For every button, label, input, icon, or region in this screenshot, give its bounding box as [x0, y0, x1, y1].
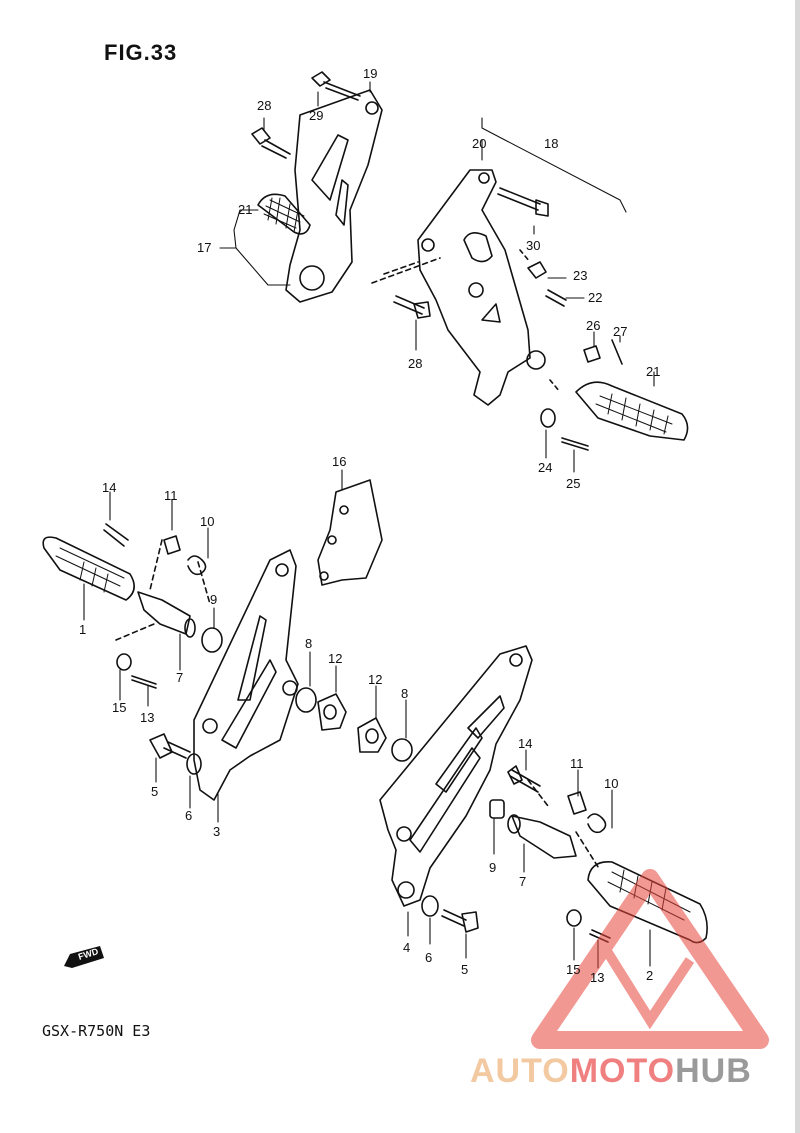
callout-20: 20	[472, 136, 487, 151]
callout-6: 6	[425, 950, 433, 965]
callout-10: 10	[604, 776, 619, 791]
callout-5: 5	[461, 962, 469, 977]
callout-8: 8	[305, 636, 313, 651]
forward-direction-arrow	[64, 946, 104, 968]
callout-9: 9	[210, 592, 218, 607]
callout-11: 11	[570, 756, 584, 771]
callout-1: 1	[79, 622, 87, 637]
callout-18: 18	[544, 136, 559, 151]
front-footpeg-right-assembly	[357, 645, 708, 944]
callout-14: 14	[518, 736, 533, 751]
rear-bracket-right-assembly	[371, 169, 689, 451]
callout-30: 30	[526, 238, 541, 253]
callout-28: 28	[257, 98, 272, 113]
callout-15: 15	[566, 962, 581, 977]
leader-lines	[83, 81, 655, 969]
brand-moto: MOTO	[569, 1052, 676, 1090]
brand-auto: AUTO	[470, 1052, 570, 1090]
callout-29: 29	[309, 108, 324, 123]
callout-5: 5	[151, 784, 159, 799]
callout-2: 2	[646, 968, 654, 983]
callout-10: 10	[200, 514, 215, 529]
callout-21: 21	[238, 202, 253, 217]
figure-title: FIG.33	[104, 40, 178, 65]
callout-8: 8	[401, 686, 409, 701]
callout-24: 24	[538, 460, 553, 475]
callout-9: 9	[489, 860, 497, 875]
callout-23: 23	[573, 268, 588, 283]
watermark-brand: AUTOMOTOHUB	[470, 1052, 752, 1091]
callout-6: 6	[185, 808, 193, 823]
watermark-logo	[531, 869, 769, 1049]
front-footpeg-left-assembly	[42, 523, 347, 801]
callout-22: 22	[588, 290, 603, 305]
callout-28: 28	[408, 356, 423, 371]
callout-7: 7	[519, 874, 527, 889]
callout-15: 15	[112, 700, 127, 715]
callout-25: 25	[566, 476, 581, 491]
brand-hub: HUB	[675, 1052, 752, 1090]
callout-11: 11	[164, 488, 178, 503]
callout-13: 13	[140, 710, 155, 725]
callout-17: 17	[197, 240, 212, 255]
callout-19: 19	[363, 66, 378, 81]
callout-27: 27	[613, 324, 628, 339]
callout-21: 21	[646, 364, 661, 379]
callout-14: 14	[102, 480, 117, 495]
callout-26: 26	[586, 318, 601, 333]
callout-3: 3	[213, 824, 221, 839]
callout-4: 4	[403, 940, 411, 955]
callout-13: 13	[590, 970, 605, 985]
heel-guard-plate	[317, 479, 383, 586]
model-code: GSX-R750N E3	[42, 1022, 151, 1040]
callout-12: 12	[328, 651, 343, 666]
rear-bracket-left-assembly	[251, 71, 383, 303]
page-edge	[795, 0, 800, 1133]
callout-12: 12	[368, 672, 383, 687]
callout-7: 7	[176, 670, 184, 685]
callout-16: 16	[332, 454, 347, 469]
